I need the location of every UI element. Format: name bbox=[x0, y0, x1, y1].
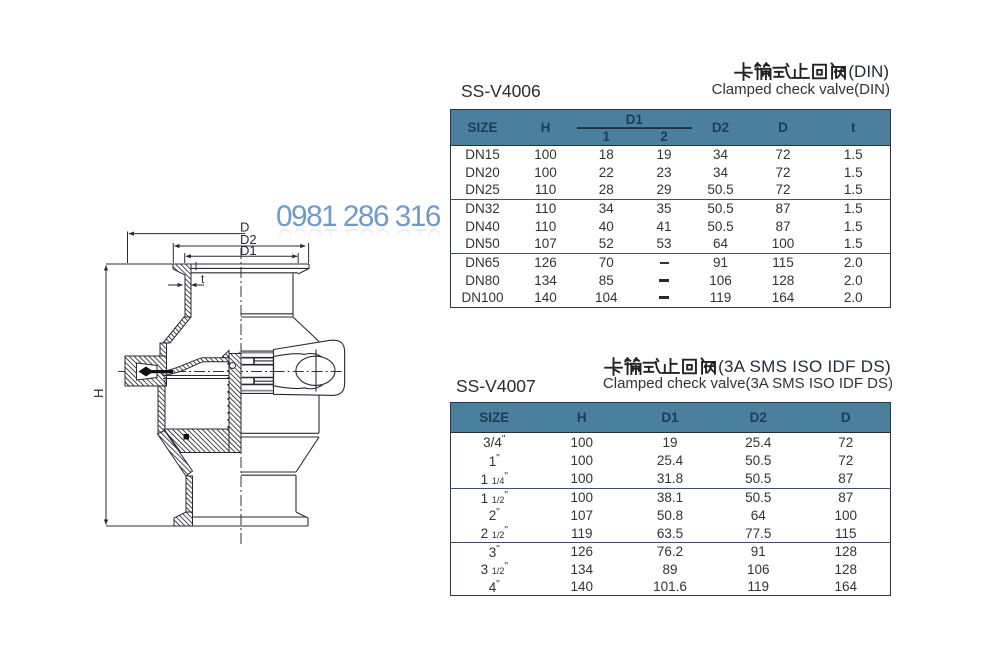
svg-text:D2: D2 bbox=[240, 232, 257, 247]
svg-text:H: H bbox=[91, 389, 106, 398]
svg-text:t: t bbox=[201, 272, 205, 286]
svg-text:D1: D1 bbox=[240, 243, 257, 258]
svg-text:D: D bbox=[240, 220, 249, 235]
